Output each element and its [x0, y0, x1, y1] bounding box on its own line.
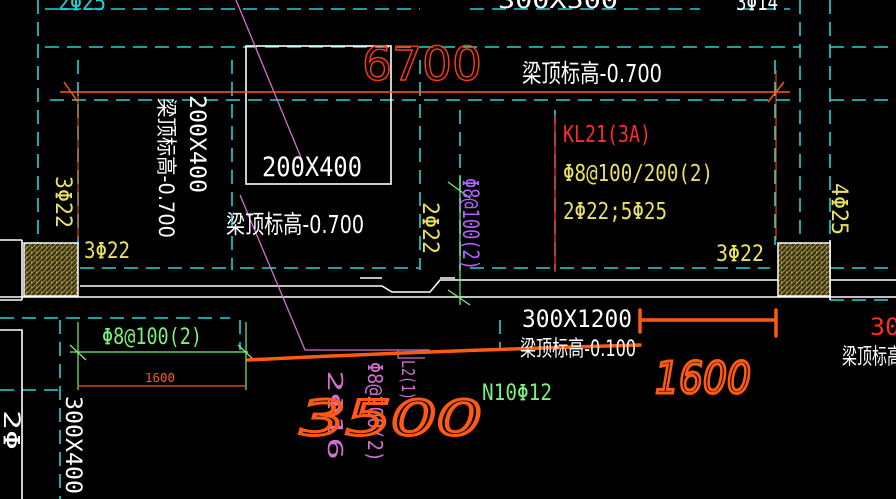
beam-stirrup-spec: Φ8@100/200(2) [563, 161, 713, 187]
mid-2phi22-vertical: 2Φ22 [417, 202, 442, 254]
handwritten-3500: 3500 [300, 391, 482, 447]
beam-bar-spec: 2Φ22;5Φ25 [563, 199, 667, 225]
dim-1600-small [69, 322, 255, 390]
magenta-l2-label: L2(1) [397, 360, 418, 400]
right-partial-30: 30 [870, 313, 896, 341]
bottom-left-partial: 2Φ [0, 410, 23, 450]
label-top-right-partial: 3Φ14 [736, 0, 778, 16]
left-col-edge2 [0, 239, 22, 301]
opening-size-label: 200X400 [262, 152, 362, 183]
column-right [777, 242, 831, 297]
hand-dim-1600 [638, 308, 778, 338]
dim-1600-label: 1600 [145, 371, 175, 385]
right-3phi22: 3Φ22 [716, 242, 764, 267]
beam-elev-low: 梁顶标高-0.100 [520, 337, 636, 362]
dash-mid-lower-1 [239, 320, 501, 350]
magenta-stirrup-label: Φ8@200(2) [363, 362, 387, 462]
dash-lower-left [0, 317, 230, 499]
magenta-bars-label: 2Φ16 [323, 370, 347, 460]
right-partial-elev: 梁顶标高 [842, 345, 896, 370]
label-top-left-partial: 2Φ25 [58, 0, 106, 16]
dim-line-6700 [60, 70, 790, 240]
main-beam-top [80, 279, 896, 293]
left-3phi22: 3Φ22 [84, 239, 130, 264]
leader-diag-1 [235, 0, 303, 161]
leader-diag-2 [239, 194, 430, 351]
opening-box [245, 45, 392, 185]
left-edge-bottom [0, 329, 23, 499]
dash-right-beam [830, 46, 896, 101]
solid-beam-lines [0, 45, 896, 499]
n10-spec: N10Φ12 [482, 381, 552, 406]
dash-right-lower [830, 267, 896, 301]
left-stirrup-spec: Φ8@100(2) [102, 325, 202, 350]
handwritten-1600: 1600 [655, 353, 751, 404]
mid-elev-label: 梁顶标高-0.700 [226, 210, 364, 239]
beam-size-300x1200: 300X1200 [522, 305, 632, 333]
handwritten-6700: 6700 [362, 37, 482, 91]
handwritten-annotations [246, 308, 778, 362]
left-3phi22-vertical: 3Φ22 [50, 176, 75, 228]
bottom-left-size-vertical: 300X400 [60, 396, 85, 494]
hand-line-long [246, 343, 642, 362]
vertical-size-label: 200X400 [184, 95, 209, 193]
right-4phi25-vertical: 4Φ25 [826, 183, 851, 235]
beam-elev-top: 梁顶标高-0.700 [522, 59, 662, 88]
label-top-center-partial: 300X500 [498, 0, 618, 14]
vertical-elev-label: 梁顶标高-0.700 [154, 98, 178, 238]
mid-stirrup-vertical: Φ8@100(2) [457, 178, 482, 270]
mid-green-marker [447, 175, 471, 306]
column-left [23, 242, 79, 297]
beam-name-kl21: KL21(3A) [563, 122, 651, 148]
